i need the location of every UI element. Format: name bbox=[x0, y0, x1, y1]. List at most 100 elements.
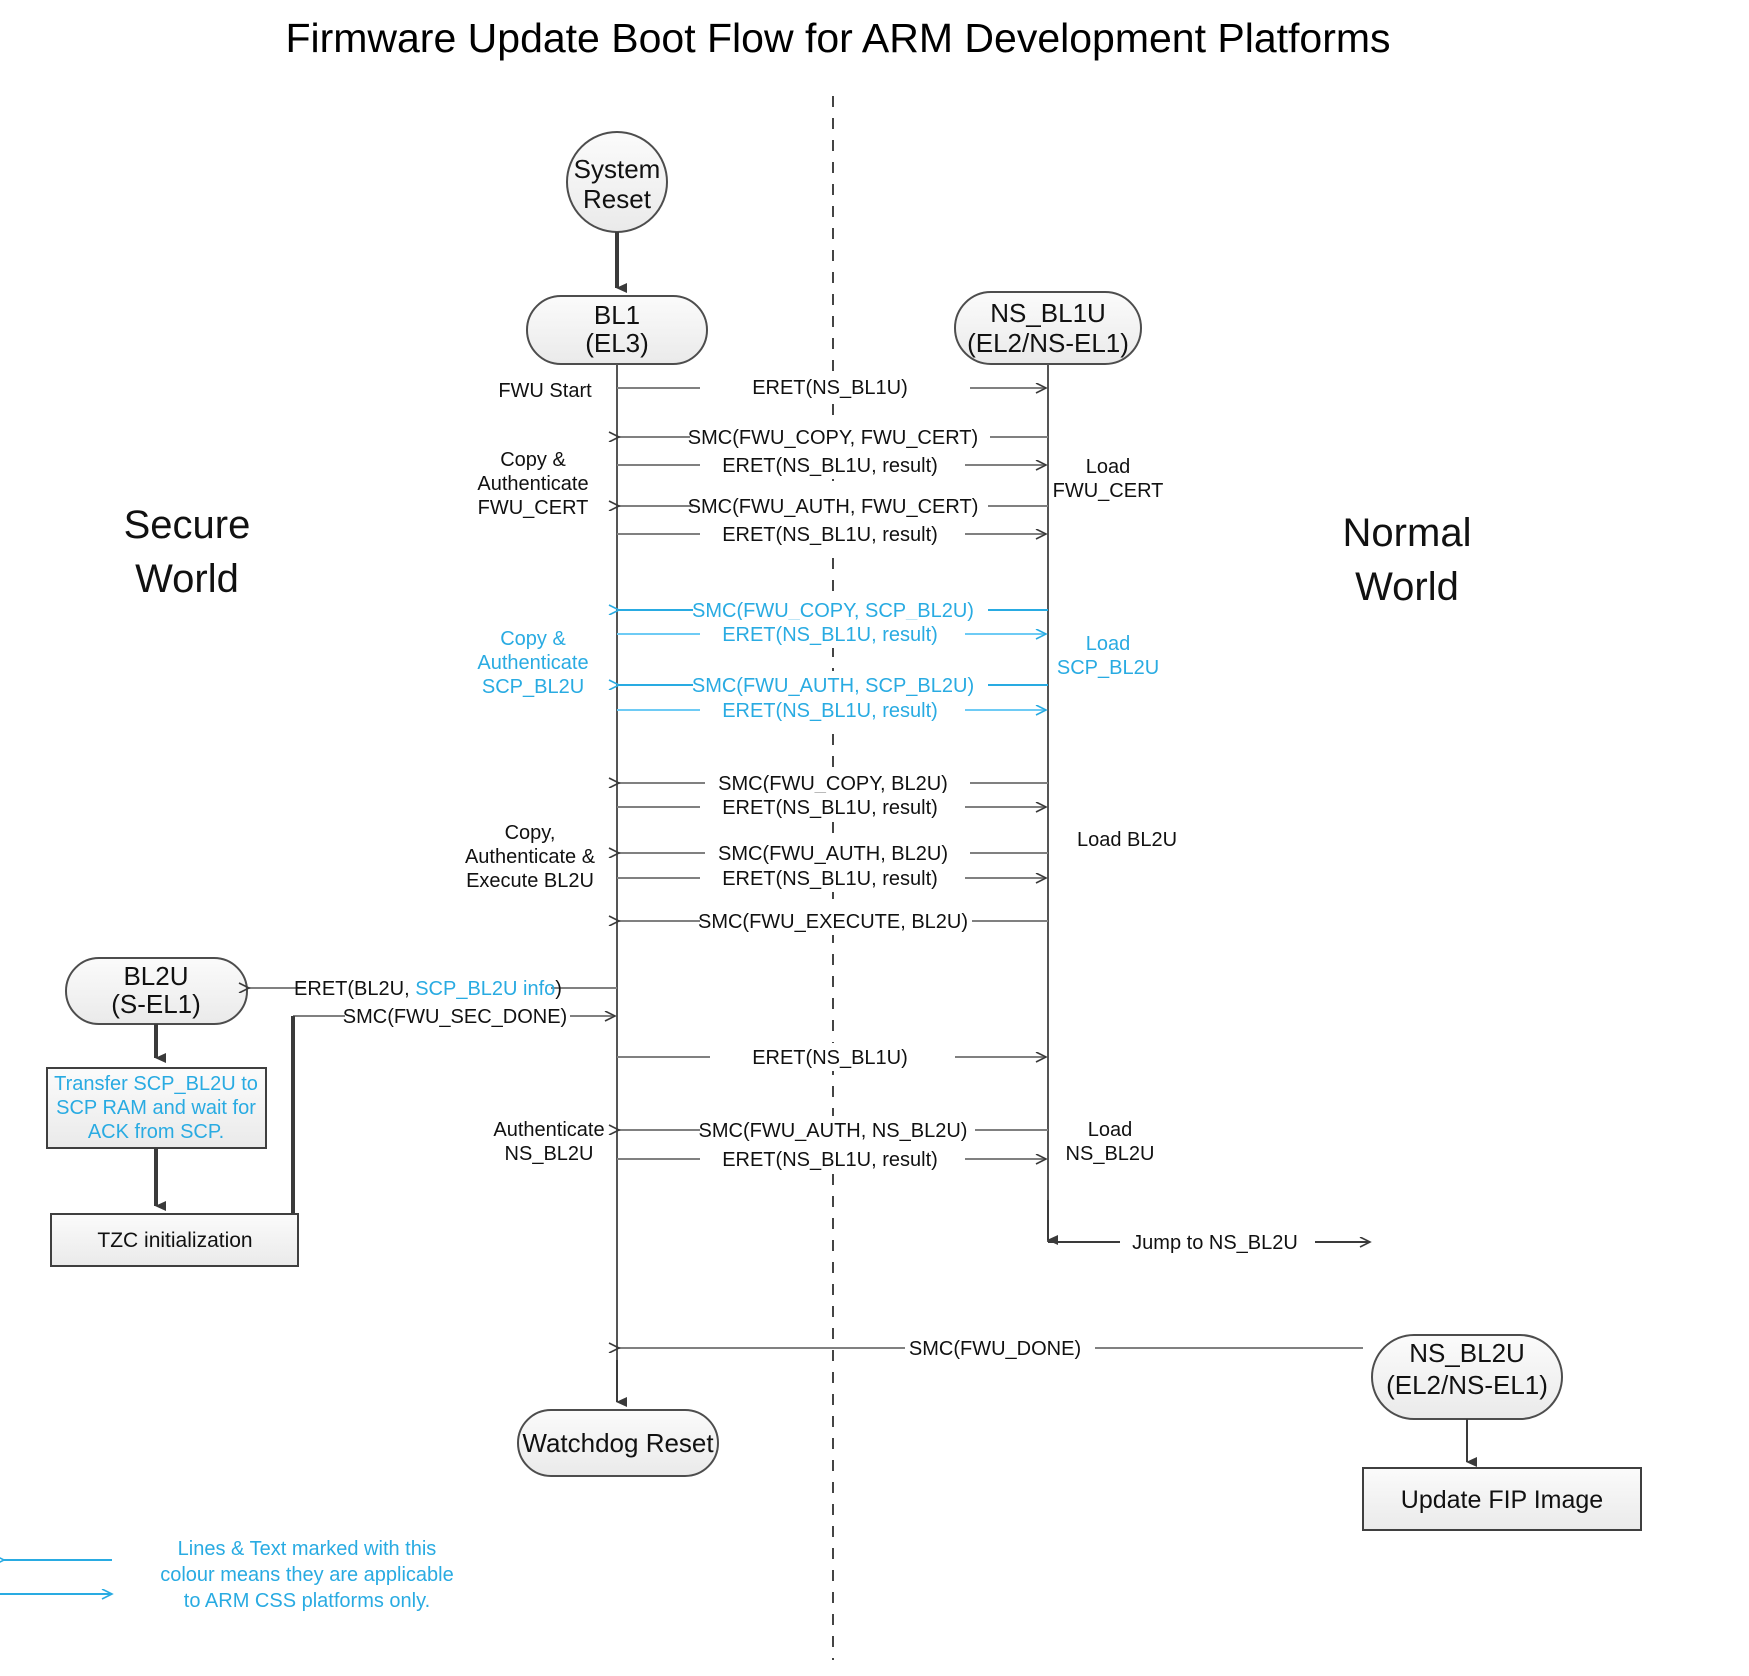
side-label-l4-line2: Authenticate & bbox=[465, 846, 596, 868]
message-eret-bl2u-prefix: ERET(BL2U, bbox=[294, 978, 415, 1000]
node-ns-bl1u-line2: (EL2/NS-EL1) bbox=[967, 328, 1129, 358]
node-system-reset-line2: Reset bbox=[583, 184, 652, 214]
message-m4: SMC(FWU_AUTH, FWU_CERT) bbox=[619, 492, 1048, 520]
message-m8: SMC(FWU_AUTH, SCP_BL2U) bbox=[619, 671, 1048, 699]
legend-line1b: Lines & Text marked with this bbox=[178, 1538, 437, 1560]
box-update-fip[interactable]: Update FIP Image bbox=[1362, 1467, 1642, 1531]
message-m17-label: SMC(FWU_AUTH, NS_BL2U) bbox=[699, 1120, 968, 1142]
message-m20: SMC(FWU_DONE) bbox=[619, 1334, 1363, 1362]
side-label-copy-auth-scp-bl2u: Copy & Authenticate SCP_BL2U bbox=[477, 628, 588, 698]
node-bl1-line1: BL1 bbox=[594, 300, 640, 330]
node-ns-bl1u[interactable]: NS_BL1U (EL2/NS-EL1) bbox=[954, 291, 1142, 365]
message-m15-label: SMC(FWU_SEC_DONE) bbox=[343, 1006, 567, 1028]
side-label-l4-line1: Copy, bbox=[505, 822, 556, 844]
side-label-auth-ns-bl2u: Authenticate NS_BL2U bbox=[493, 1119, 604, 1165]
message-m5-label: ERET(NS_BL1U, result) bbox=[722, 524, 938, 546]
message-m17: SMC(FWU_AUTH, NS_BL2U) bbox=[619, 1116, 1048, 1144]
message-m10: SMC(FWU_COPY, BL2U) bbox=[619, 769, 1048, 797]
message-m18-label: ERET(NS_BL1U, result) bbox=[722, 1149, 938, 1171]
side-label-r4-line1: Load bbox=[1088, 1119, 1133, 1141]
side-label-l3-line3: SCP_BL2U bbox=[482, 676, 584, 698]
message-m13-label: ERET(NS_BL1U, result) bbox=[722, 868, 938, 890]
message-m10-label: SMC(FWU_COPY, BL2U) bbox=[718, 773, 948, 795]
message-m4-label: SMC(FWU_AUTH, FWU_CERT) bbox=[688, 496, 979, 518]
side-label-l5-line1: Authenticate bbox=[493, 1119, 604, 1141]
node-bl1-line2: (EL3) bbox=[585, 328, 649, 358]
message-m3-label: ERET(NS_BL1U, result) bbox=[722, 455, 938, 477]
side-label-copy-auth-fwu-cert: Copy & Authenticate FWU_CERT bbox=[477, 449, 588, 519]
box-transfer-scp-line3: ACK from SCP. bbox=[88, 1121, 224, 1143]
message-m5: ERET(NS_BL1U, result) bbox=[617, 520, 1046, 548]
side-label-r4-line2: NS_BL2U bbox=[1066, 1143, 1155, 1165]
node-ns-bl2u[interactable]: NS_BL2U (EL2/NS-EL1) bbox=[1371, 1334, 1563, 1420]
node-bl1[interactable]: BL1 (EL3) bbox=[526, 295, 708, 365]
side-label-load-ns-bl2u: Load NS_BL2U bbox=[1066, 1119, 1155, 1165]
box-transfer-scp-line1: Transfer SCP_BL2U to bbox=[54, 1073, 258, 1095]
side-label-fwu-start: FWU Start bbox=[498, 380, 592, 402]
message-m3: ERET(NS_BL1U, result) bbox=[617, 451, 1046, 479]
message-m1-label: ERET(NS_BL1U) bbox=[752, 377, 908, 399]
secure-world-label-line1: Secure bbox=[124, 503, 251, 547]
connector-tzc-to-bl1 bbox=[291, 1016, 298, 1242]
side-label-r3-line1: Load BL2U bbox=[1077, 829, 1177, 851]
message-m12: SMC(FWU_AUTH, BL2U) bbox=[619, 839, 1048, 867]
message-eret-bl2u: ERET(BL2U, SCP_BL2U info) bbox=[249, 974, 617, 1002]
message-m14: SMC(FWU_EXECUTE, BL2U) bbox=[619, 907, 1048, 935]
message-m1: ERET(NS_BL1U) bbox=[617, 374, 1046, 402]
message-m16: ERET(NS_BL1U) bbox=[617, 1043, 1046, 1071]
side-label-fwu-start-line1: FWU Start bbox=[498, 380, 592, 402]
message-m19-label: Jump to NS_BL2U bbox=[1132, 1232, 1298, 1254]
node-system-reset[interactable]: System Reset bbox=[566, 131, 668, 233]
box-transfer-scp[interactable]: Transfer SCP_BL2U to SCP RAM and wait fo… bbox=[46, 1067, 267, 1149]
side-label-l2-line3: FWU_CERT bbox=[478, 497, 589, 519]
box-transfer-scp-line2: SCP RAM and wait for bbox=[56, 1097, 256, 1119]
message-m6-label: SMC(FWU_COPY, SCP_BL2U) bbox=[692, 600, 974, 622]
legend-line3: to ARM CSS platforms only. bbox=[184, 1590, 430, 1612]
node-watchdog-reset-label: Watchdog Reset bbox=[522, 1428, 714, 1458]
message-m18: ERET(NS_BL1U, result) bbox=[617, 1145, 1046, 1173]
message-eret-bl2u-cyan: SCP_BL2U info bbox=[415, 978, 555, 1000]
svg-text:ERET(BL2U, SCP_BL2U info): ERET(BL2U, SCP_BL2U info) bbox=[294, 978, 562, 1000]
node-bl2u[interactable]: BL2U (S-EL1) bbox=[65, 957, 248, 1025]
side-label-copy-auth-exec-bl2u: Copy, Authenticate & Execute BL2U bbox=[465, 822, 596, 892]
message-m16-label: ERET(NS_BL1U) bbox=[752, 1047, 908, 1069]
side-label-load-fwu-cert: Load FWU_CERT bbox=[1053, 456, 1164, 502]
message-m12-label: SMC(FWU_AUTH, BL2U) bbox=[718, 843, 948, 865]
legend-line2: colour means they are applicable bbox=[160, 1564, 454, 1586]
side-label-load-bl2u: Load BL2U bbox=[1077, 829, 1177, 851]
message-m11: ERET(NS_BL1U, result) bbox=[617, 793, 1046, 821]
node-ns-bl2u-line1: NS_BL2U bbox=[1409, 1338, 1525, 1368]
node-bl2u-line1: BL2U bbox=[123, 961, 188, 991]
legend-arrows bbox=[0, 1560, 112, 1594]
box-update-fip-label: Update FIP Image bbox=[1401, 1486, 1603, 1514]
side-label-l2-line2: Authenticate bbox=[477, 473, 588, 495]
side-label-r1-line1: Load bbox=[1086, 456, 1131, 478]
message-m2: SMC(FWU_COPY, FWU_CERT) bbox=[619, 423, 1048, 451]
message-m8-label: SMC(FWU_AUTH, SCP_BL2U) bbox=[692, 675, 974, 697]
box-tzc-init-label: TZC initialization bbox=[97, 1229, 252, 1252]
legend-text: Lines & Text marked with this Lines & Te… bbox=[160, 1538, 454, 1612]
secure-world-label-line2: World bbox=[135, 557, 239, 601]
message-m19: Jump to NS_BL2U bbox=[1047, 1200, 1370, 1256]
node-ns-bl2u-line2: (EL2/NS-EL1) bbox=[1386, 1370, 1548, 1400]
side-label-r2-line2: SCP_BL2U bbox=[1057, 657, 1159, 679]
message-eret-bl2u-suffix: ) bbox=[555, 978, 562, 1000]
message-m6: SMC(FWU_COPY, SCP_BL2U) bbox=[619, 596, 1048, 624]
side-label-l3-line1: Copy & bbox=[500, 628, 566, 650]
side-label-l3-line2: Authenticate bbox=[477, 652, 588, 674]
node-bl2u-line2: (S-EL1) bbox=[111, 989, 201, 1019]
message-m7: ERET(NS_BL1U, result) bbox=[617, 620, 1046, 648]
side-label-r2-line1: Load bbox=[1086, 633, 1131, 655]
message-m14-label: SMC(FWU_EXECUTE, BL2U) bbox=[698, 911, 968, 933]
box-tzc-init[interactable]: TZC initialization bbox=[50, 1213, 299, 1267]
message-m7-label: ERET(NS_BL1U, result) bbox=[722, 624, 938, 646]
side-label-l5-line2: NS_BL2U bbox=[505, 1143, 594, 1165]
side-label-load-scp-bl2u: Load SCP_BL2U bbox=[1057, 633, 1159, 679]
node-watchdog-reset[interactable]: Watchdog Reset bbox=[517, 1409, 719, 1477]
message-m9: ERET(NS_BL1U, result) bbox=[617, 696, 1046, 724]
message-m2-label: SMC(FWU_COPY, FWU_CERT) bbox=[688, 427, 978, 449]
side-label-l4-line3: Execute BL2U bbox=[466, 870, 594, 892]
node-ns-bl1u-line1: NS_BL1U bbox=[990, 298, 1106, 328]
side-label-r1-line2: FWU_CERT bbox=[1053, 480, 1164, 502]
